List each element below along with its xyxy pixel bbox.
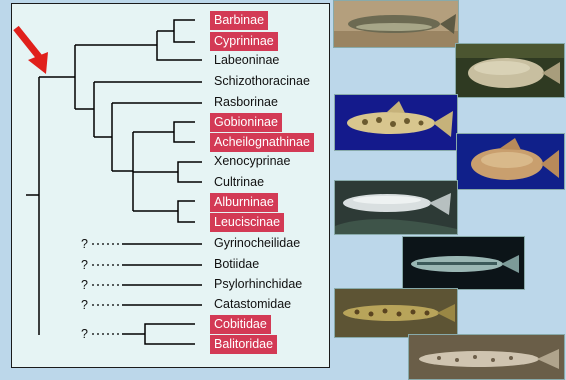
taxon-label: Alburninae	[210, 193, 278, 212]
taxon-label: Catastomidae	[210, 295, 295, 314]
fish-photo-icon	[402, 236, 525, 290]
fish-photo-icon	[334, 180, 458, 235]
taxon-label: Xenocyprinae	[210, 152, 294, 171]
fish-photo-icon	[334, 94, 458, 151]
arrow-icon	[10, 24, 54, 76]
taxon-label: Barbinae	[210, 11, 268, 30]
tree-panel: Barbinae Cyprininae Labeoninae Schizotho…	[11, 3, 330, 368]
taxon-label: Cobitidae	[210, 315, 271, 334]
taxon-label: Psylorhinchidae	[210, 275, 306, 294]
taxon-label: Schizothoracinae	[210, 72, 314, 91]
taxon-label: Botiidae	[210, 255, 263, 274]
taxon-label: Labeoninae	[210, 51, 283, 70]
fish-photo-icon	[333, 0, 459, 48]
branch-cobitidae-balitoridae	[122, 324, 195, 344]
branch-alburninae-leuciscinae	[133, 201, 195, 222]
taxon-label: Acheilognathinae	[210, 133, 314, 152]
root-stem	[26, 77, 50, 335]
uncertain-mark: ?	[81, 256, 88, 275]
branch-barbinae-cyprininae	[157, 20, 195, 42]
uncertain-mark: ?	[81, 296, 88, 315]
fish-photo-icon	[334, 288, 458, 338]
branch-labeoninae	[75, 31, 202, 60]
fish-photo-icon	[408, 334, 565, 380]
taxon-label: Cultrinae	[210, 173, 268, 192]
branch-schizothoracinae	[75, 82, 202, 137]
taxon-label: Gobioninae	[210, 113, 282, 132]
uncertain-mark: ?	[81, 235, 88, 254]
taxon-label: Balitoridae	[210, 335, 277, 354]
uncertain-mark: ?	[81, 325, 88, 344]
taxon-label: Gyrinocheilidae	[210, 234, 304, 253]
fish-photo-icon	[455, 43, 565, 98]
fish-photo-icon	[456, 133, 565, 190]
taxon-label: Leuciscinae	[210, 213, 284, 232]
taxon-label: Cyprininae	[210, 32, 278, 51]
branch-xenocyprinae-cultrinae	[133, 162, 202, 182]
branch-rasborinae	[94, 103, 202, 171]
taxon-label: Rasborinae	[210, 93, 282, 112]
branch-clade-c	[112, 132, 133, 211]
uncertain-mark: ?	[81, 276, 88, 295]
branch-gobioninae-acheilognathinae	[133, 122, 195, 142]
